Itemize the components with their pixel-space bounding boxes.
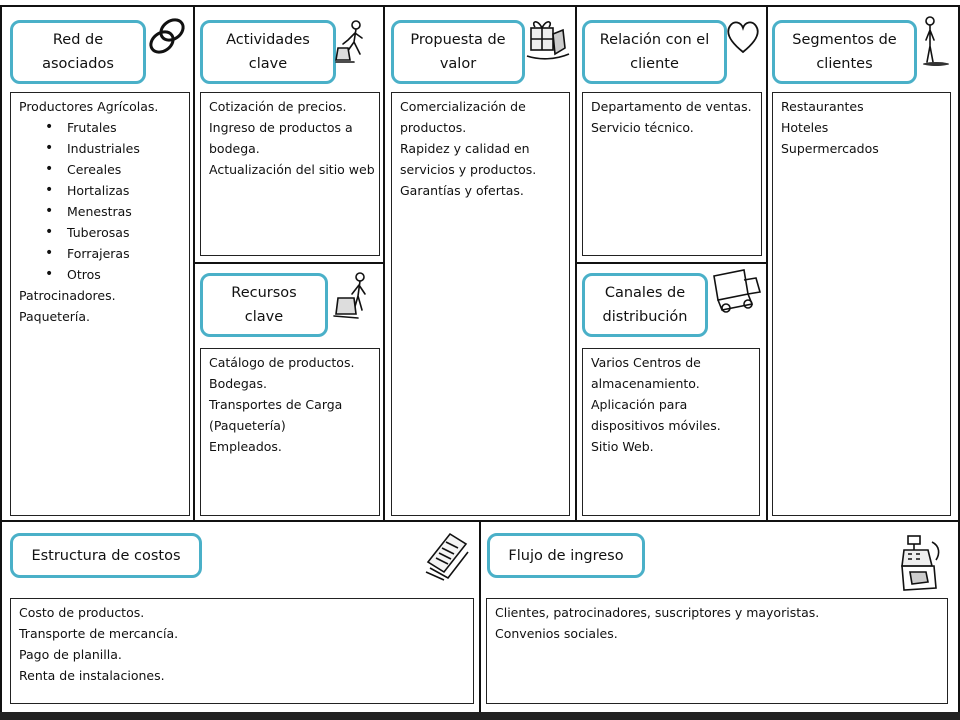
activities-line: Actualización del sitio web [209, 162, 375, 177]
value-title: Propuesta de valor [391, 20, 525, 84]
person-icon [923, 16, 949, 66]
worker-icon [335, 20, 363, 63]
relationship-line: Departamento de ventas. [591, 99, 752, 114]
truck-icon [713, 269, 762, 313]
activities-title: Actividades clave [200, 20, 336, 84]
resources-line: Transportes de Carga [209, 397, 343, 412]
relationship-title: Relación con el cliente [582, 20, 727, 84]
partners-bullet-list: Frutales Industriales Cereales Hortaliza… [19, 117, 181, 285]
channels-line: dispositivos móviles. [591, 418, 721, 433]
resources-title: Recursos clave [200, 273, 328, 337]
revenue-title: Flujo de ingreso [487, 533, 645, 578]
partners-line-3: Paquetería. [19, 309, 91, 324]
costs-line: Renta de instalaciones. [19, 668, 165, 683]
partners-line-1: Productores Agrícolas. [19, 99, 159, 114]
value-line: Rapidez y calidad en [400, 141, 530, 156]
value-line: servicios y productos. [400, 162, 537, 177]
list-item: Industriales [45, 138, 181, 159]
resources-box: Catálogo de productos. Bodegas. Transpor… [200, 348, 380, 516]
resources-line: Empleados. [209, 439, 282, 454]
segments-line: Supermercados [781, 141, 879, 156]
revenue-line: Clientes, patrocinadores, suscriptores y… [495, 605, 820, 620]
resources-line: Catálogo de productos. [209, 355, 355, 370]
value-line: Garantías y ofertas. [400, 183, 524, 198]
list-item: Hortalizas [45, 180, 181, 201]
value-line: Comercialización de [400, 99, 526, 114]
relationship-line: Servicio técnico. [591, 120, 694, 135]
list-item: Forrajeras [45, 243, 181, 264]
worker-icon [333, 272, 366, 319]
chain-link-icon [149, 18, 185, 54]
costs-line: Transporte de mercancía. [19, 626, 179, 641]
partners-title: Red de asociados [10, 20, 146, 84]
list-item: Tuberosas [45, 222, 181, 243]
price-tag-icon [425, 532, 469, 581]
segments-line: Restaurantes [781, 99, 864, 114]
costs-title: Estructura de costos [10, 533, 202, 578]
value-line: productos. [400, 120, 467, 135]
bottom-border [0, 712, 960, 720]
activities-line: bodega. [209, 141, 260, 156]
revenue-line: Convenios sociales. [495, 626, 618, 641]
list-item: Otros [45, 264, 181, 285]
relationship-box: Departamento de ventas. Servicio técnico… [582, 92, 762, 256]
activities-line: Ingreso de productos a [209, 120, 353, 135]
partners-box: Productores Agrícolas. Frutales Industri… [10, 92, 190, 516]
list-item: Menestras [45, 201, 181, 222]
revenue-box: Clientes, patrocinadores, suscriptores y… [486, 598, 948, 704]
channels-line: Sitio Web. [591, 439, 654, 454]
channels-line: Aplicación para [591, 397, 688, 412]
activities-box: Cotización de precios. Ingreso de produc… [200, 92, 380, 256]
cash-register-icon [901, 535, 940, 591]
channels-box: Varios Centros de almacenamiento. Aplica… [582, 348, 760, 516]
list-item: Cereales [45, 159, 181, 180]
channels-line: Varios Centros de [591, 355, 701, 370]
gift-icon [526, 21, 570, 60]
channels-title: Canales de distribución [582, 273, 708, 337]
value-box: Comercialización de productos. Rapidez y… [391, 92, 570, 516]
channels-line: almacenamiento. [591, 376, 700, 391]
resources-line: Bodegas. [209, 376, 267, 391]
costs-box: Costo de productos. Transporte de mercan… [10, 598, 474, 704]
resources-line: (Paquetería) [209, 418, 286, 433]
segments-box: Restaurantes Hoteles Supermercados [772, 92, 951, 516]
costs-line: Costo de productos. [19, 605, 145, 620]
costs-line: Pago de planilla. [19, 647, 122, 662]
segments-title: Segmentos de clientes [772, 20, 917, 84]
list-item: Frutales [45, 117, 181, 138]
heart-icon [727, 21, 759, 54]
segments-line: Hoteles [781, 120, 829, 135]
partners-line-2: Patrocinadores. [19, 288, 116, 303]
activities-line: Cotización de precios. [209, 99, 347, 114]
